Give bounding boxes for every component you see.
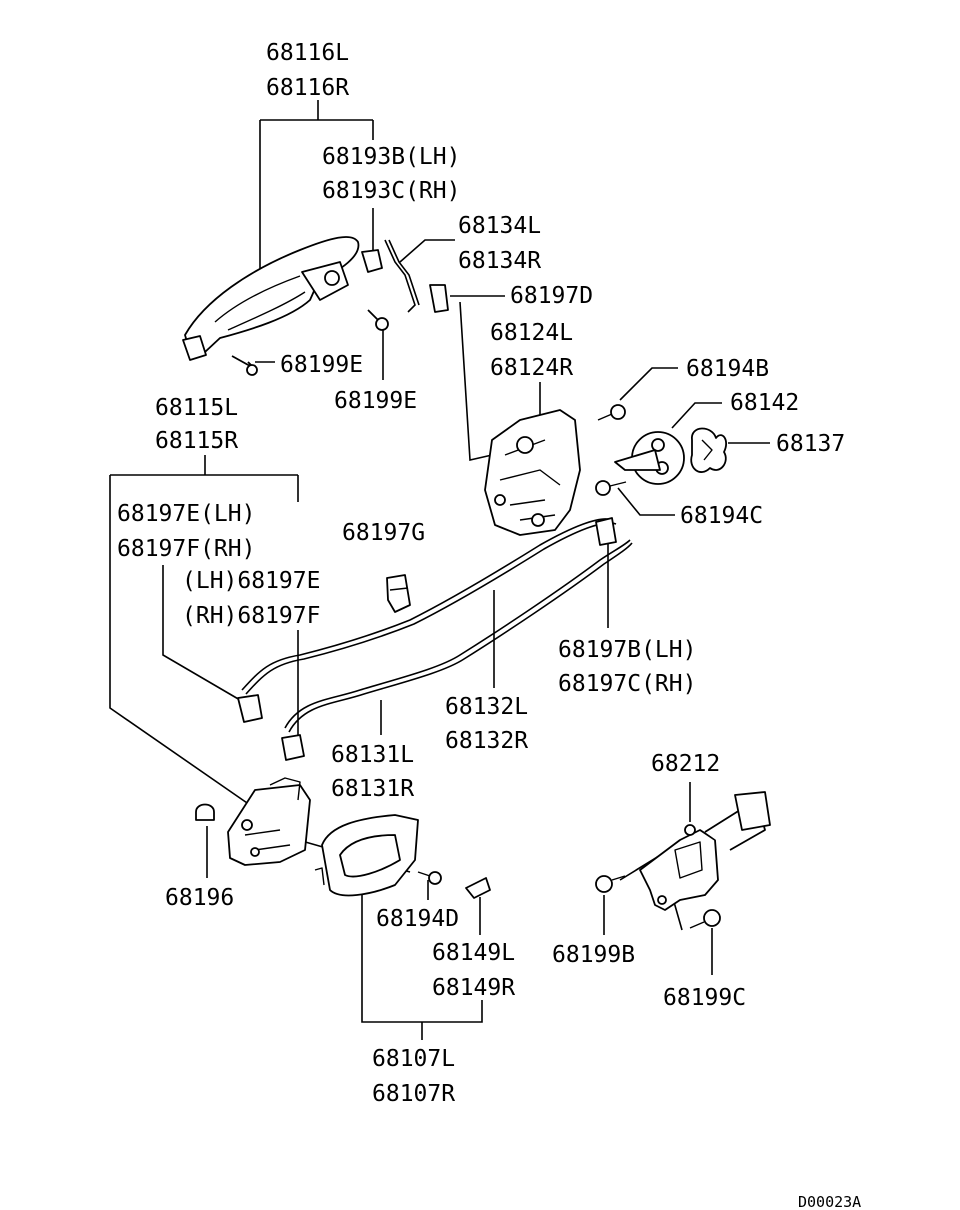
label-68149R: 68149R [432, 975, 515, 1001]
label-68199E-lower: 68199E [334, 388, 417, 414]
door-lock-68124 [484, 409, 581, 536]
label-68124L: 68124L [490, 320, 573, 346]
door-check-68212 [639, 791, 771, 911]
label-68194C: 68194C [680, 503, 763, 529]
clip-68197G [386, 574, 411, 613]
label-68132L: 68132L [445, 694, 528, 720]
label-68131R: 68131R [331, 776, 414, 802]
rod-68132 [241, 518, 617, 695]
label-68134R: 68134R [458, 248, 541, 274]
outer-door-handle [182, 236, 360, 361]
label-68212: 68212 [651, 751, 720, 777]
label-68193B: 68193B(LH) [322, 144, 460, 170]
part-labels: 68116L 68116R 68193B(LH) 68193C(RH) 6813… [117, 40, 861, 1210]
clip-68197B [595, 517, 617, 546]
label-68199B: 68199B [552, 942, 635, 968]
label-68115R: 68115R [155, 428, 238, 454]
label-68116R: 68116R [266, 75, 349, 101]
label-68132R: 68132R [445, 728, 528, 754]
inner-handle-bracket-68115 [227, 777, 311, 866]
label-68197B: 68197B(LH) [558, 637, 696, 663]
striker-68142 [614, 431, 685, 485]
bolt-68199B [595, 875, 626, 893]
label-68131L: 68131L [331, 742, 414, 768]
label-68107R: 68107R [372, 1081, 455, 1107]
label-68196: 68196 [165, 885, 234, 911]
rod-68131 [284, 539, 633, 733]
label-68134L: 68134L [458, 213, 541, 239]
screw-68199E-upper [231, 355, 258, 376]
label-68197D: 68197D [510, 283, 593, 309]
label-68199E-upper: 68199E [280, 352, 363, 378]
label-68197C: 68197C(RH) [558, 671, 696, 697]
label-68197G: 68197G [342, 520, 425, 546]
shim-68137 [690, 427, 728, 473]
label-68199C: 68199C [663, 985, 746, 1011]
screw-68194C [595, 480, 627, 496]
screw-68194B [597, 404, 626, 421]
label-68194D: 68194D [376, 906, 459, 932]
label-68193C: 68193C(RH) [322, 178, 460, 204]
label-68197E-lh: 68197E(LH) [117, 501, 255, 527]
diagram-code: D00023A [798, 1193, 861, 1210]
label-68116L: 68116L [266, 40, 349, 66]
screw-68194D [417, 871, 442, 885]
clip-68196 [195, 803, 215, 821]
label-lh-68197E: (LH)68197E [182, 568, 320, 594]
clip-68197E [237, 694, 263, 723]
rod-68134 [384, 239, 420, 313]
cap-68149 [465, 877, 491, 899]
screw-68199E-lower [367, 309, 389, 331]
label-68142: 68142 [730, 390, 799, 416]
label-68137: 68137 [776, 431, 845, 457]
label-68149L: 68149L [432, 940, 515, 966]
label-68115L: 68115L [155, 395, 238, 421]
inner-handle-bezel-68107 [314, 814, 419, 897]
bolt-68199C [689, 909, 721, 929]
label-68194B: 68194B [686, 356, 769, 382]
handle-clip-68193 [361, 249, 383, 273]
label-68197F-rh: 68197F(RH) [117, 536, 255, 562]
leader-lines [109, 100, 770, 1040]
clip-68197F [281, 734, 305, 761]
label-rh-68197F: (RH)68197F [182, 603, 320, 629]
clip-68197D [429, 284, 449, 313]
label-68107L: 68107L [372, 1046, 455, 1072]
label-68124R: 68124R [490, 355, 573, 381]
